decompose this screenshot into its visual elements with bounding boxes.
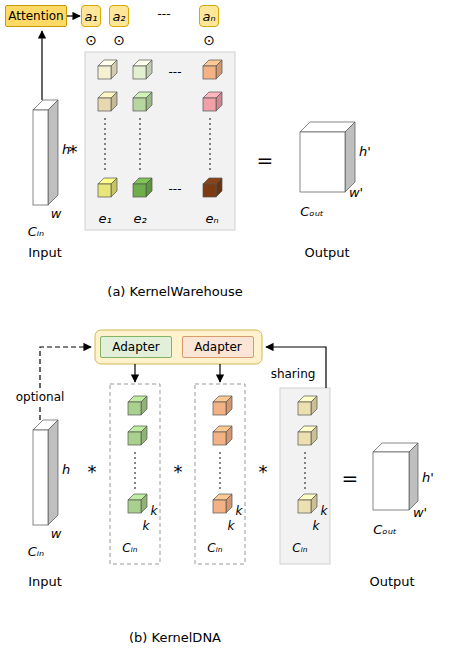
kernel-cube — [98, 92, 117, 111]
dimension-label: w' — [349, 186, 363, 200]
caption-label: Input — [28, 246, 62, 260]
ellipsis-dots — [304, 452, 305, 490]
kernel-cube — [298, 426, 317, 445]
dimension-label: w — [51, 527, 62, 541]
coefficient-box: a₁ — [81, 5, 101, 27]
input-tensor — [33, 420, 58, 525]
attention-box: Attention — [5, 5, 67, 27]
kernel-cube — [128, 426, 147, 445]
dimension-label: Cᵢₙ — [207, 542, 222, 555]
node-text: Adapter — [194, 340, 242, 354]
ellipsis: --- — [169, 183, 182, 196]
dimension-label: Cᵢₙ — [28, 545, 45, 559]
dimension-label: w — [51, 207, 62, 221]
dimension-label: k — [321, 505, 328, 518]
ellipsis-dots — [139, 118, 140, 172]
operator: = — [342, 467, 359, 489]
kernel-cube — [298, 494, 317, 513]
dimension-label: Cᵢₙ — [292, 542, 307, 555]
dimension-label: k — [151, 505, 158, 518]
dimension-label: k — [228, 520, 235, 533]
ellipsis: --- — [158, 8, 171, 21]
sharing-arrow — [266, 347, 326, 388]
kernel-label: e₂ — [133, 212, 146, 226]
dimension-label: Cᵢₙ — [28, 225, 45, 239]
hadamard-symbol: ⊙ — [203, 33, 215, 48]
coefficient-box: aₙ — [199, 5, 219, 27]
adapter-group — [95, 330, 262, 364]
caption-label: Output — [369, 575, 414, 589]
input-tensor — [33, 100, 58, 205]
node-text: aₙ — [202, 9, 215, 24]
kernel-cube — [128, 396, 147, 415]
kernel-cube — [133, 178, 152, 197]
kernel-cube — [98, 178, 117, 197]
dimension-label: Cₒᵤₜ — [373, 523, 397, 537]
kernel-cube — [203, 92, 222, 111]
kernel-cube — [133, 60, 152, 79]
kernel-panel — [85, 52, 235, 230]
kernel-cube — [128, 494, 147, 513]
node-text: Adapter — [112, 340, 160, 354]
dimension-label: k — [236, 505, 243, 518]
kernel-cube — [203, 178, 222, 197]
coefficient-box: a₂ — [109, 5, 129, 27]
dimension-label: Cᵢₙ — [122, 542, 137, 555]
hadamard-symbol: ⊙ — [85, 33, 97, 48]
adapter-box: Adapter — [182, 336, 254, 358]
subfigure-caption: (a) KernelWarehouse — [107, 285, 242, 299]
operator: * — [88, 462, 97, 482]
operator: * — [259, 462, 268, 482]
kernel-cube — [133, 92, 152, 111]
kernel-cube — [203, 60, 222, 79]
caption-label: Input — [28, 575, 62, 589]
dimension-label: k — [313, 520, 320, 533]
adapter-arrow — [219, 364, 220, 382]
caption-label: Output — [304, 246, 349, 260]
output-tensor — [373, 443, 418, 510]
arrow-connector — [67, 15, 80, 16]
shared-column — [280, 388, 330, 564]
adapter-box: Adapter — [100, 336, 172, 358]
dimension-label: h — [62, 463, 70, 477]
operator: * — [174, 462, 183, 482]
hadamard-symbol: ⊙ — [113, 33, 125, 48]
output-tensor — [300, 122, 355, 192]
dimension-label: h' — [359, 145, 371, 159]
optional-arrow — [40, 347, 91, 420]
kernel-column — [195, 384, 245, 564]
dimension-label: Cₒᵤₜ — [300, 205, 324, 219]
node-text: Attention — [8, 9, 63, 23]
kernel-cube — [298, 396, 317, 415]
node-text: a₂ — [112, 9, 125, 24]
kernel-cube — [213, 426, 232, 445]
kernel-label: e₁ — [98, 212, 111, 226]
kernel-column — [110, 384, 160, 564]
kernel-cube — [98, 60, 117, 79]
input-to-attention — [41, 31, 42, 100]
note-label: sharing — [271, 368, 316, 381]
dimension-label: w' — [413, 506, 427, 520]
kernel-cube — [213, 494, 232, 513]
dimension-label: h' — [422, 471, 434, 485]
subfigure-caption: (b) KernelDNA — [129, 631, 221, 645]
ellipsis-dots — [104, 118, 105, 172]
ellipsis: --- — [169, 66, 182, 79]
ellipsis-dots — [209, 118, 210, 172]
node-text: a₁ — [84, 9, 97, 24]
ellipsis-dots — [134, 452, 135, 490]
operator: = — [257, 149, 274, 171]
operator: * — [69, 142, 78, 162]
dimension-label: k — [143, 520, 150, 533]
kernel-cube — [213, 396, 232, 415]
adapter-arrow — [134, 364, 135, 382]
note-label: optional — [14, 390, 67, 405]
ellipsis-dots — [219, 452, 220, 490]
kernel-label: eₙ — [205, 212, 218, 226]
